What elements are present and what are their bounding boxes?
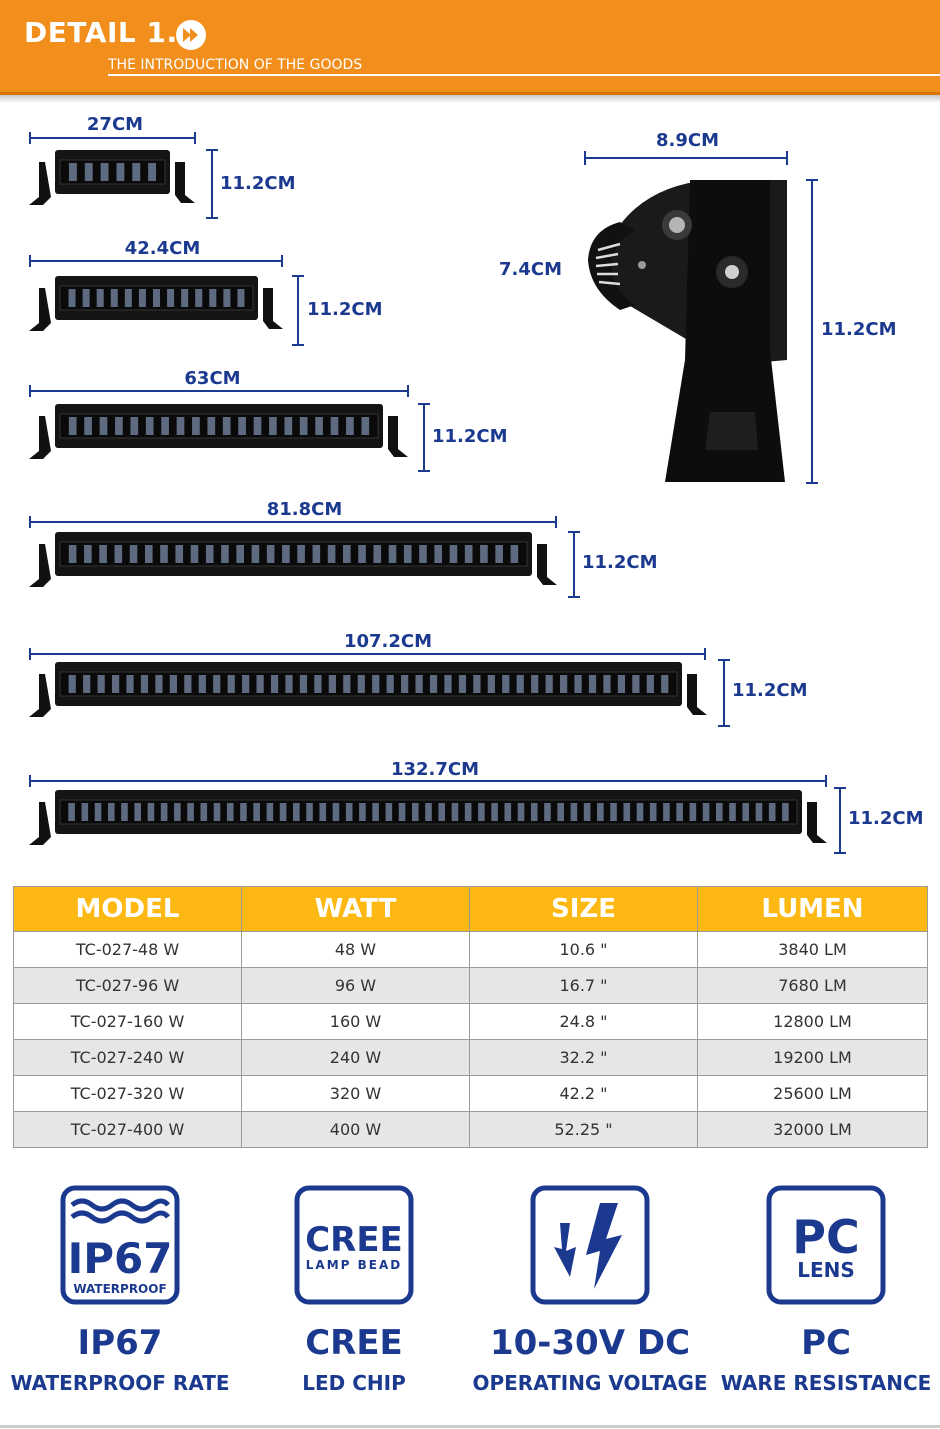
bar1-width-label: 27CM [86,114,144,135]
fast-forward-icon [176,20,206,50]
table-cell-lumen: 3840 LM [697,931,928,968]
table-cell-model: TC-027-160 W [13,1003,242,1040]
table-cell-watt: 320 W [241,1075,470,1112]
svg-text:LENS: LENS [797,1258,855,1282]
section-subtitle: THE INTRODUCTION OF THE GOODS [108,57,363,73]
section-title: DETAIL 1. [24,16,178,49]
feature-title: IP67 [77,1323,163,1363]
table-header-size: SIZE [469,886,698,932]
table-cell-model: TC-027-48 W [13,931,242,968]
header-shadow [0,95,940,103]
table-row: TC-027-96 W 96 W 16.7 " 7680 LM [13,967,928,1004]
svg-text:WATERPROOF: WATERPROOF [73,1282,166,1296]
feature-voltage: 10-30V DC OPERATING VOLTAGE [470,1185,710,1395]
svg-text:LAMP BEAD: LAMP BEAD [306,1258,402,1272]
table-cell-lumen: 32000 LM [697,1111,928,1148]
table-row: TC-027-240 W 240 W 32.2 " 19200 LM [13,1039,928,1076]
bar6-width-label: 132.7CM [390,759,480,780]
table-cell-watt: 96 W [241,967,470,1004]
table-cell-lumen: 12800 LM [697,1003,928,1040]
bar1-height-label: 11.2CM [220,173,296,194]
table-cell-model: TC-027-96 W [13,967,242,1004]
spec-table-header-row: MODEL WATT SIZE LUMEN [13,886,928,932]
table-cell-lumen: 25600 LM [697,1075,928,1112]
table-row: TC-027-160 W 160 W 24.8 " 12800 LM [13,1003,928,1040]
svg-text:IP67: IP67 [68,1234,173,1283]
table-cell-size: 42.2 " [469,1075,698,1112]
feature-subtitle: OPERATING VOLTAGE [472,1371,708,1395]
light-bars-svg [29,132,846,854]
table-cell-size: 24.8 " [469,1003,698,1040]
bottom-divider [0,1425,940,1428]
feature-subtitle: WATERPROOF RATE [10,1371,230,1395]
side-height-label: 11.2CM [821,319,897,340]
table-row: TC-027-400 W 400 W 52.25 " 32000 LM [13,1111,928,1148]
table-cell-watt: 400 W [241,1111,470,1148]
side-depth-label: 8.9CM [655,130,719,151]
feature-ip67: IP67 WATERPROOF IP67 WATERPROOF RATE [0,1185,240,1395]
feature-pc-lens: PC LENS PC WARE RESISTANCE [706,1185,940,1395]
side-view-bracket-drawing [584,151,818,484]
bar2-height-label: 11.2CM [307,299,383,320]
bar2-light-bar [29,255,304,346]
feature-subtitle: LED CHIP [302,1371,406,1395]
feature-subtitle: WARE RESISTANCE [720,1371,932,1395]
table-cell-size: 52.25 " [469,1111,698,1148]
table-cell-model: TC-027-240 W [13,1039,242,1076]
spec-table: MODEL WATT SIZE LUMEN TC-027-48 W 48 W 1… [13,886,928,1148]
header-divider [0,92,940,95]
feature-title: 10-30V DC [489,1323,691,1363]
bar5-light-bar [29,648,730,727]
table-row: TC-027-320 W 320 W 42.2 " 25600 LM [13,1075,928,1112]
bar3-height-label: 11.2CM [432,426,508,447]
table-cell-lumen: 7680 LM [697,967,928,1004]
pc-lens-icon: PC LENS [766,1185,886,1305]
header-rule [108,74,940,76]
feature-cree: CREE LAMP BEAD CREE LED CHIP [234,1185,474,1395]
bar2-width-label: 42.4CM [124,238,201,259]
bar4-light-bar [29,516,580,598]
bar4-width-label: 81.8CM [266,499,343,520]
table-cell-watt: 160 W [241,1003,470,1040]
side-bracket-label: 7.4CM [499,259,563,280]
bar4-height-label: 11.2CM [582,552,658,573]
table-cell-size: 10.6 " [469,931,698,968]
bar3-width-label: 63CM [184,368,241,389]
table-cell-model: TC-027-320 W [13,1075,242,1112]
table-cell-size: 16.7 " [469,967,698,1004]
table-header-model: MODEL [13,886,242,932]
table-cell-size: 32.2 " [469,1039,698,1076]
table-header-lumen: LUMEN [697,886,928,932]
svg-text:CREE: CREE [305,1220,403,1260]
svg-text:PC: PC [792,1210,859,1264]
section-header [0,0,940,92]
table-cell-lumen: 19200 LM [697,1039,928,1076]
bar6-light-bar [29,775,846,854]
table-cell-watt: 240 W [241,1039,470,1076]
table-cell-watt: 48 W [241,931,470,968]
feature-title: PC [801,1323,851,1363]
cree-lamp-bead-icon: CREE LAMP BEAD [294,1185,414,1305]
bar5-width-label: 107.2CM [343,631,433,652]
lightning-voltage-icon [530,1185,650,1305]
bar1-light-bar [29,132,218,219]
feature-title: CREE [305,1323,403,1363]
bar5-height-label: 11.2CM [732,680,808,701]
table-cell-model: TC-027-400 W [13,1111,242,1148]
table-row: TC-027-48 W 48 W 10.6 " 3840 LM [13,931,928,968]
bar3-light-bar [29,385,430,472]
ip67-waterproof-icon: IP67 WATERPROOF [60,1185,180,1305]
table-header-watt: WATT [241,886,470,932]
bar6-height-label: 11.2CM [848,808,924,829]
